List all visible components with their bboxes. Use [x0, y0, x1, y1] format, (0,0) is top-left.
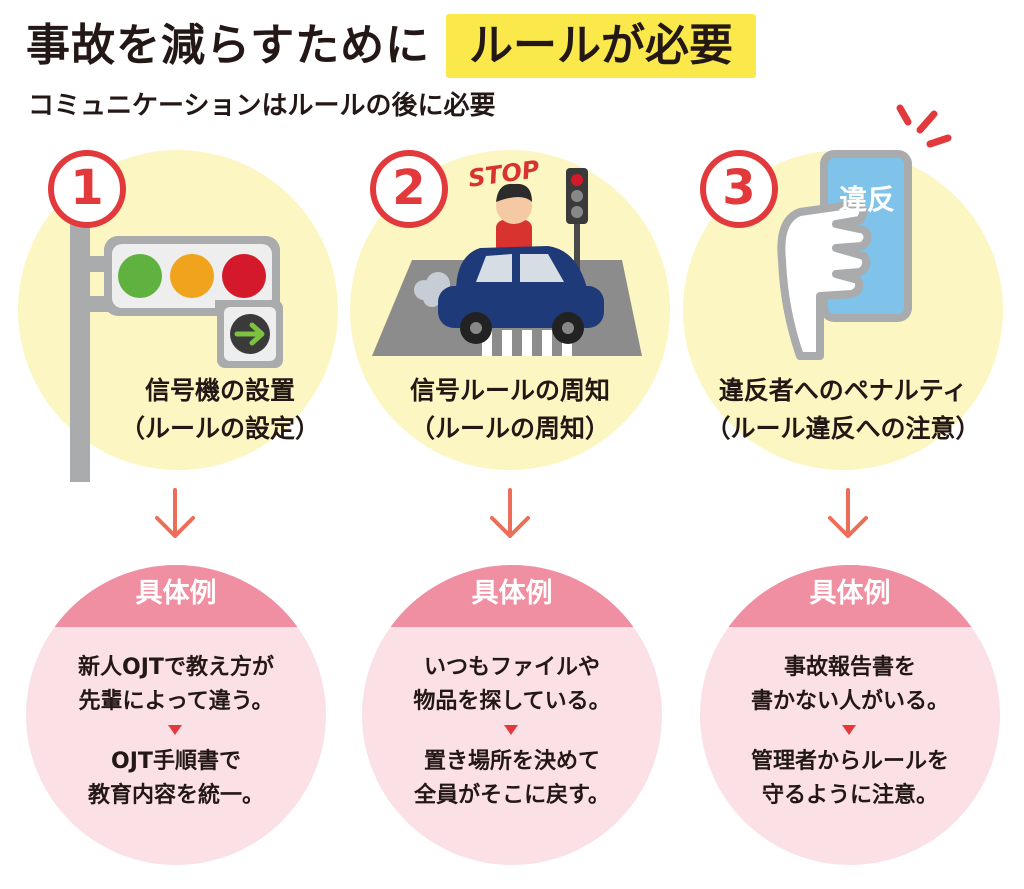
arrow-down-icon — [155, 488, 195, 538]
example-caption: 具体例 — [471, 578, 553, 609]
page-title: 事故を減らすために — [26, 20, 431, 71]
solution-line: 置き場所を決めて — [423, 749, 600, 774]
card-label: 違反 — [838, 183, 895, 216]
example-3: 具体例 事故報告書を 書かない人がいる。 管理者からルールを 守るように注意。 — [700, 565, 1000, 865]
example-problem: 新人OJTで教え方が 先輩によって違う。 — [36, 651, 316, 719]
penalty-card-icon — [777, 104, 952, 360]
example-caption-band — [700, 565, 1000, 627]
step-1-number: 1 — [48, 150, 126, 228]
example-caption: 具体例 — [809, 578, 891, 609]
problem-line: 書かない人がいる。 — [750, 689, 949, 714]
example-caption-band — [362, 565, 662, 627]
problem-line: 新人OJTで教え方が — [78, 655, 274, 680]
example-problem: いつもファイルや 物品を探している。 — [372, 651, 652, 719]
problem-line: 事故報告書を — [783, 655, 916, 680]
example-solution: OJT手順書で 教育内容を統一。 — [36, 745, 316, 813]
triangle-down-icon — [504, 725, 518, 735]
step-1-line2: （ルールの設定） — [119, 414, 320, 443]
step-3-text: 違反者へのペナルティ （ルール違反への注意） — [683, 372, 1003, 448]
step-2-line1: 信号ルールの周知 — [409, 376, 610, 405]
step-1-line1: 信号機の設置 — [144, 376, 295, 405]
arrow-down-icon — [490, 488, 530, 538]
step-2-line2: （ルールの周知） — [409, 414, 610, 443]
step-2-number: 2 — [370, 150, 448, 228]
problem-line: 先輩によって違う。 — [78, 689, 274, 714]
example-problem: 事故報告書を 書かない人がいる。 — [710, 651, 990, 719]
problem-line: 物品を探している。 — [413, 689, 611, 714]
example-solution: 置き場所を決めて 全員がそこに戻す。 — [372, 745, 652, 813]
triangle-down-icon — [168, 725, 182, 735]
step-2-text: 信号ルールの周知 （ルールの周知） — [350, 372, 670, 448]
example-caption: 具体例 — [135, 578, 217, 609]
page-subtitle: コミュニケーションはルールの後に必要 — [28, 91, 496, 121]
step-3-number: 3 — [700, 150, 778, 228]
traffic-signal-icon — [70, 220, 283, 482]
arrow-down-icon — [828, 488, 868, 538]
solution-line: 全員がそこに戻す。 — [414, 783, 610, 808]
example-2: 具体例 いつもファイルや 物品を探している。 置き場所を決めて 全員がそこに戻す… — [362, 565, 662, 865]
example-1: 具体例 新人OJTで教え方が 先輩によって違う。 OJT手順書で 教育内容を統一… — [26, 565, 326, 865]
step-3-line2: （ルール違反への注意） — [705, 414, 981, 443]
solution-line: 守るように注意。 — [761, 783, 938, 808]
solution-line: 教育内容を統一。 — [87, 783, 264, 808]
triangle-down-icon — [842, 725, 856, 735]
step-1-text: 信号機の設置 （ルールの設定） — [60, 372, 380, 448]
example-caption-band — [26, 565, 326, 627]
example-solution: 管理者からルールを 守るように注意。 — [710, 745, 990, 813]
problem-line: いつもファイルや — [423, 655, 600, 680]
car-crossing-icon — [372, 168, 642, 356]
step-3-line1: 違反者へのペナルティ — [718, 376, 968, 405]
title-highlight: ルールが必要 — [446, 14, 756, 78]
solution-line: OJT手順書で — [111, 749, 241, 774]
solution-line: 管理者からルールを — [750, 749, 949, 774]
